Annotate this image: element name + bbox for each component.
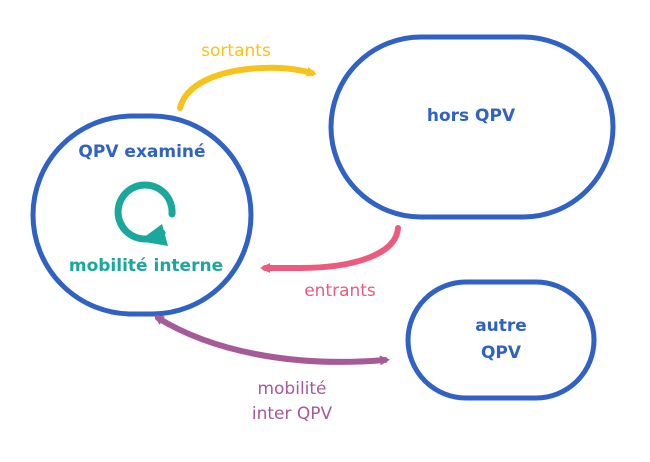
arrow-mobilite-inter-qpv: mobilité inter QPV <box>153 315 390 424</box>
entrants-label: entrants <box>304 281 376 301</box>
autre-qpv-label-line1: autre <box>475 316 527 336</box>
qpv-examine-box <box>30 113 254 317</box>
arrow-entrants-line <box>260 225 401 273</box>
hors-qpv-box <box>328 34 616 220</box>
qpv-examine-label: QPV examiné <box>78 142 205 162</box>
mobilite-interne-label: mobilité interne <box>69 256 223 276</box>
mobilite-inter-qpv-label-line2: inter QPV <box>252 404 333 424</box>
autre-qpv-label-line2: QPV <box>481 343 522 363</box>
arrow-mobilite-inter-qpv-line <box>153 315 390 366</box>
autre-qpv-box <box>405 279 597 401</box>
node-autre-qpv: autre QPV <box>405 279 597 401</box>
node-qpv-examine: QPV examiné <box>30 113 254 317</box>
arrow-sortants: sortants <box>177 41 317 111</box>
arrow-entrants: entrants <box>260 225 401 301</box>
mobilite-inter-qpv-label-line1: mobilité <box>257 379 326 399</box>
sortants-label: sortants <box>201 41 271 61</box>
mobilite-interne-loop-icon <box>114 181 176 246</box>
node-hors-qpv: hors QPV <box>328 34 616 220</box>
hors-qpv-label: hors QPV <box>427 106 516 126</box>
arrow-sortants-line <box>177 64 317 111</box>
